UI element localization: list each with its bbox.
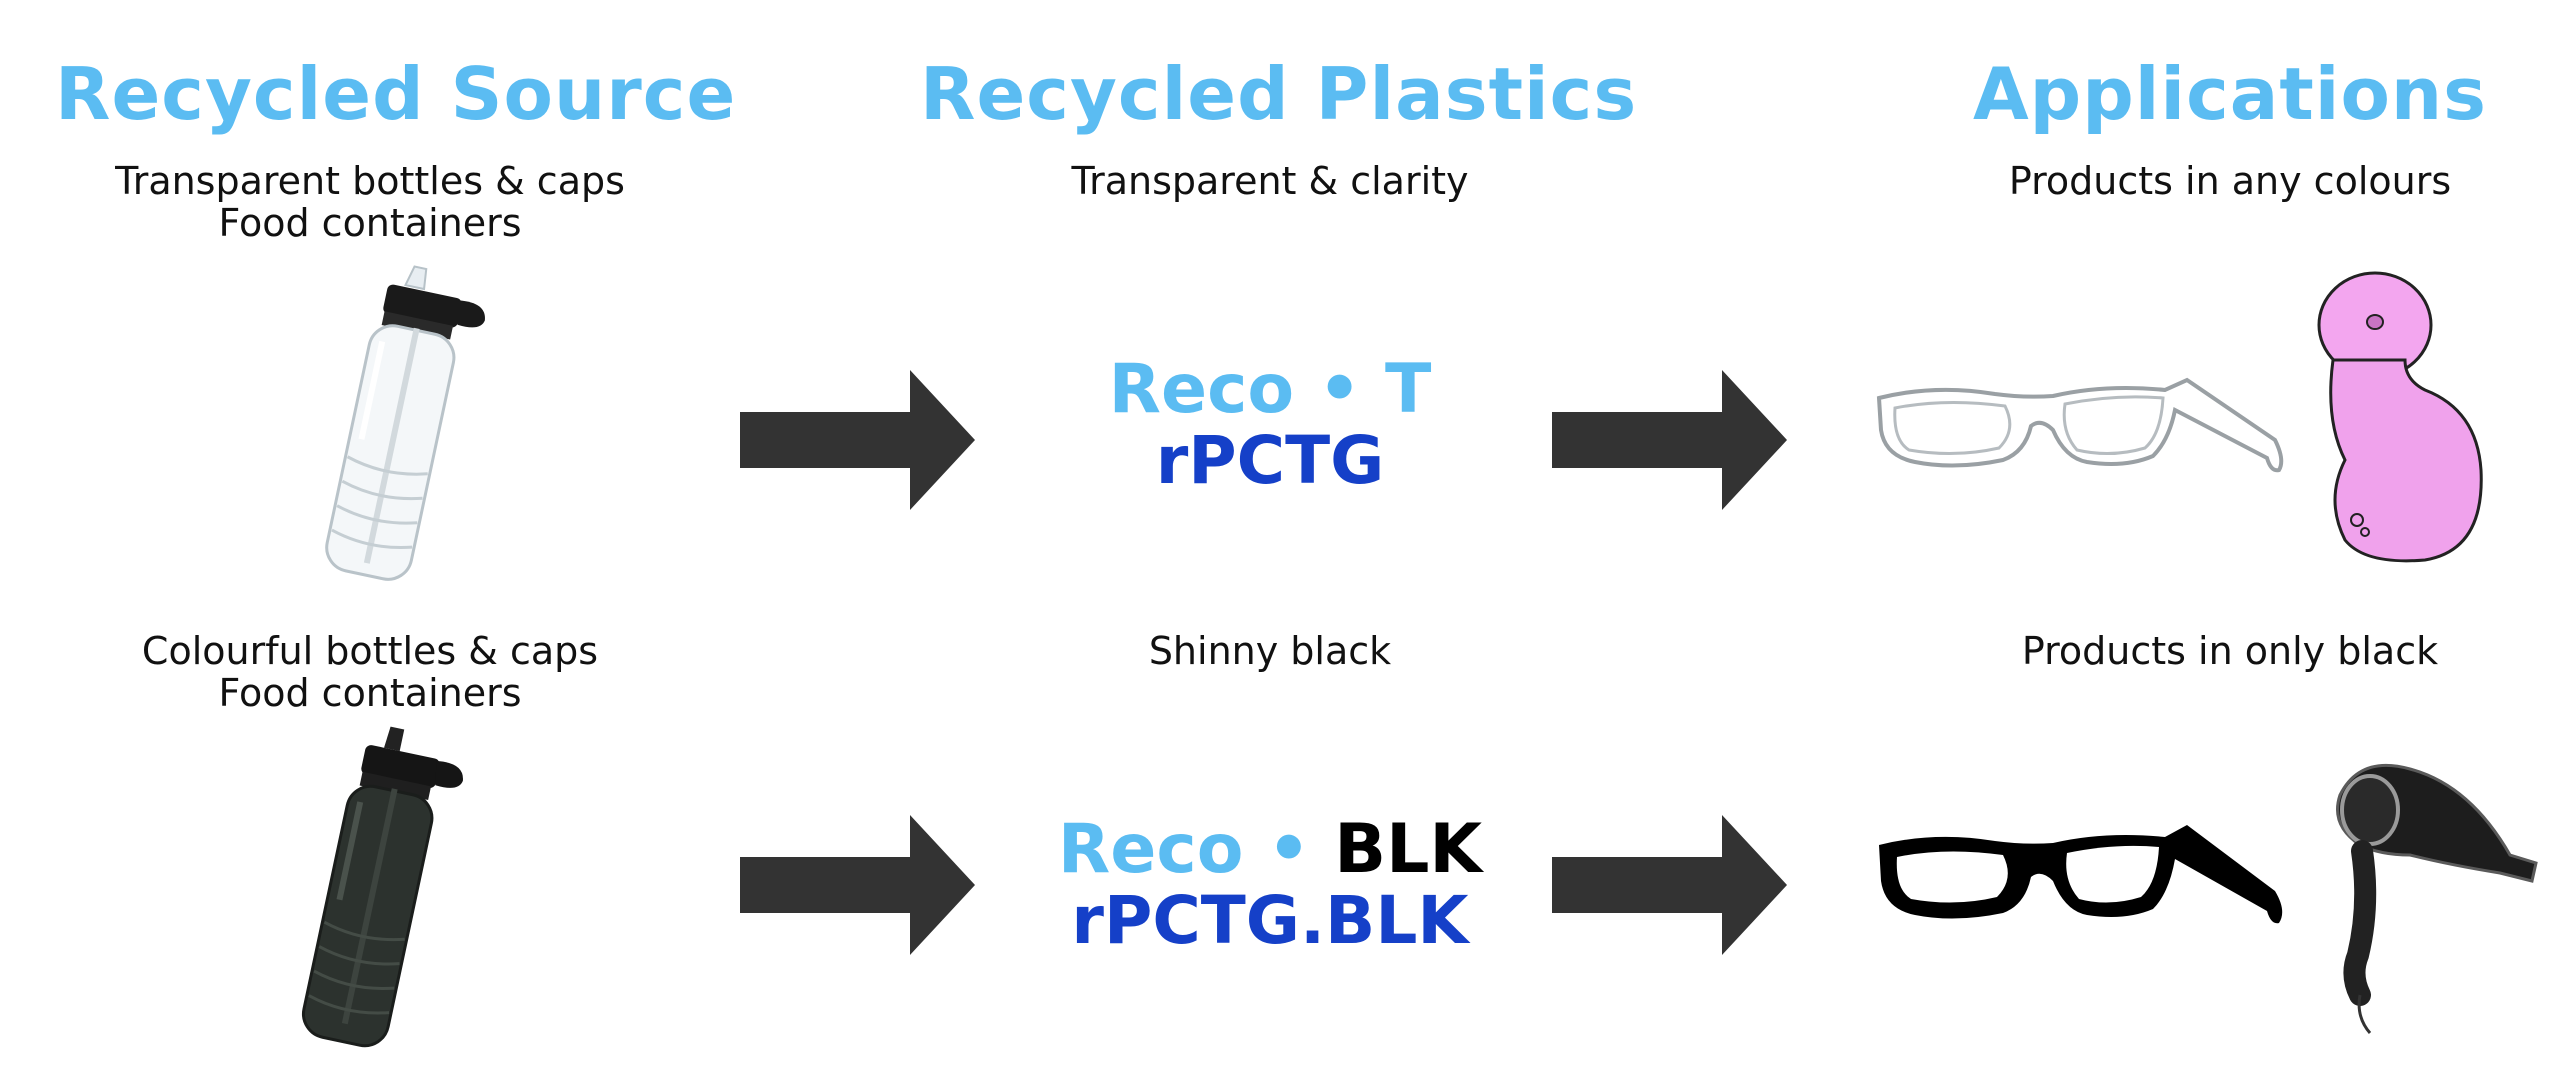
logo-dot: • <box>1294 350 1385 429</box>
logo-reco-t: Reco • T rPCTG <box>1050 355 1490 497</box>
logo-reco-word: Reco <box>1108 350 1295 429</box>
logo-suffix: BLK <box>1334 810 1483 889</box>
source-caption-row1: Transparent bottles & caps Food containe… <box>80 160 660 244</box>
logo-reco-word: Reco <box>1057 810 1244 889</box>
plastics-caption-row2: Shinny black <box>1148 629 1392 673</box>
black-glasses-icon <box>1879 825 2283 924</box>
heading-recycled-source: Recycled Source <box>55 52 737 136</box>
hair-dryer-icon <box>2336 763 2538 1034</box>
plastics-caption-row1: Transparent & clarity <box>1071 159 1469 203</box>
logo-grade: rPCTG <box>1155 422 1385 499</box>
logo-suffix: T <box>1384 350 1432 429</box>
source-caption-row2-line1: Colourful bottles & caps <box>141 629 599 673</box>
heading-applications: Applications <box>1972 52 2488 136</box>
logo-reco-blk: Reco • BLK rPCTG.BLK <box>1030 815 1510 957</box>
right-arrow-icon <box>740 370 975 510</box>
clear-glasses-icon <box>1876 377 2284 473</box>
clear-bottle-icon <box>325 265 485 581</box>
source-caption-row1-line1: Transparent bottles & caps <box>115 159 625 203</box>
logo-grade: rPCTG.BLK <box>1071 882 1469 959</box>
right-arrow-icon <box>1552 370 1787 510</box>
source-caption-row2-line2: Food containers <box>218 671 522 715</box>
applications-caption-row1: Products in any colours <box>2008 159 2452 203</box>
right-arrow-icon <box>1552 815 1787 955</box>
right-arrow-icon <box>740 815 975 955</box>
source-caption-row2: Colourful bottles & caps Food containers <box>80 630 660 714</box>
applications-caption-row2: Products in only black <box>2021 629 2439 673</box>
heading-recycled-plastics: Recycled Plastics <box>920 52 1638 136</box>
source-caption-row1-line2: Food containers <box>218 201 522 245</box>
black-bottle-icon <box>301 726 463 1048</box>
logo-dot: • <box>1243 810 1335 889</box>
pink-steamer-icon <box>2317 271 2483 563</box>
